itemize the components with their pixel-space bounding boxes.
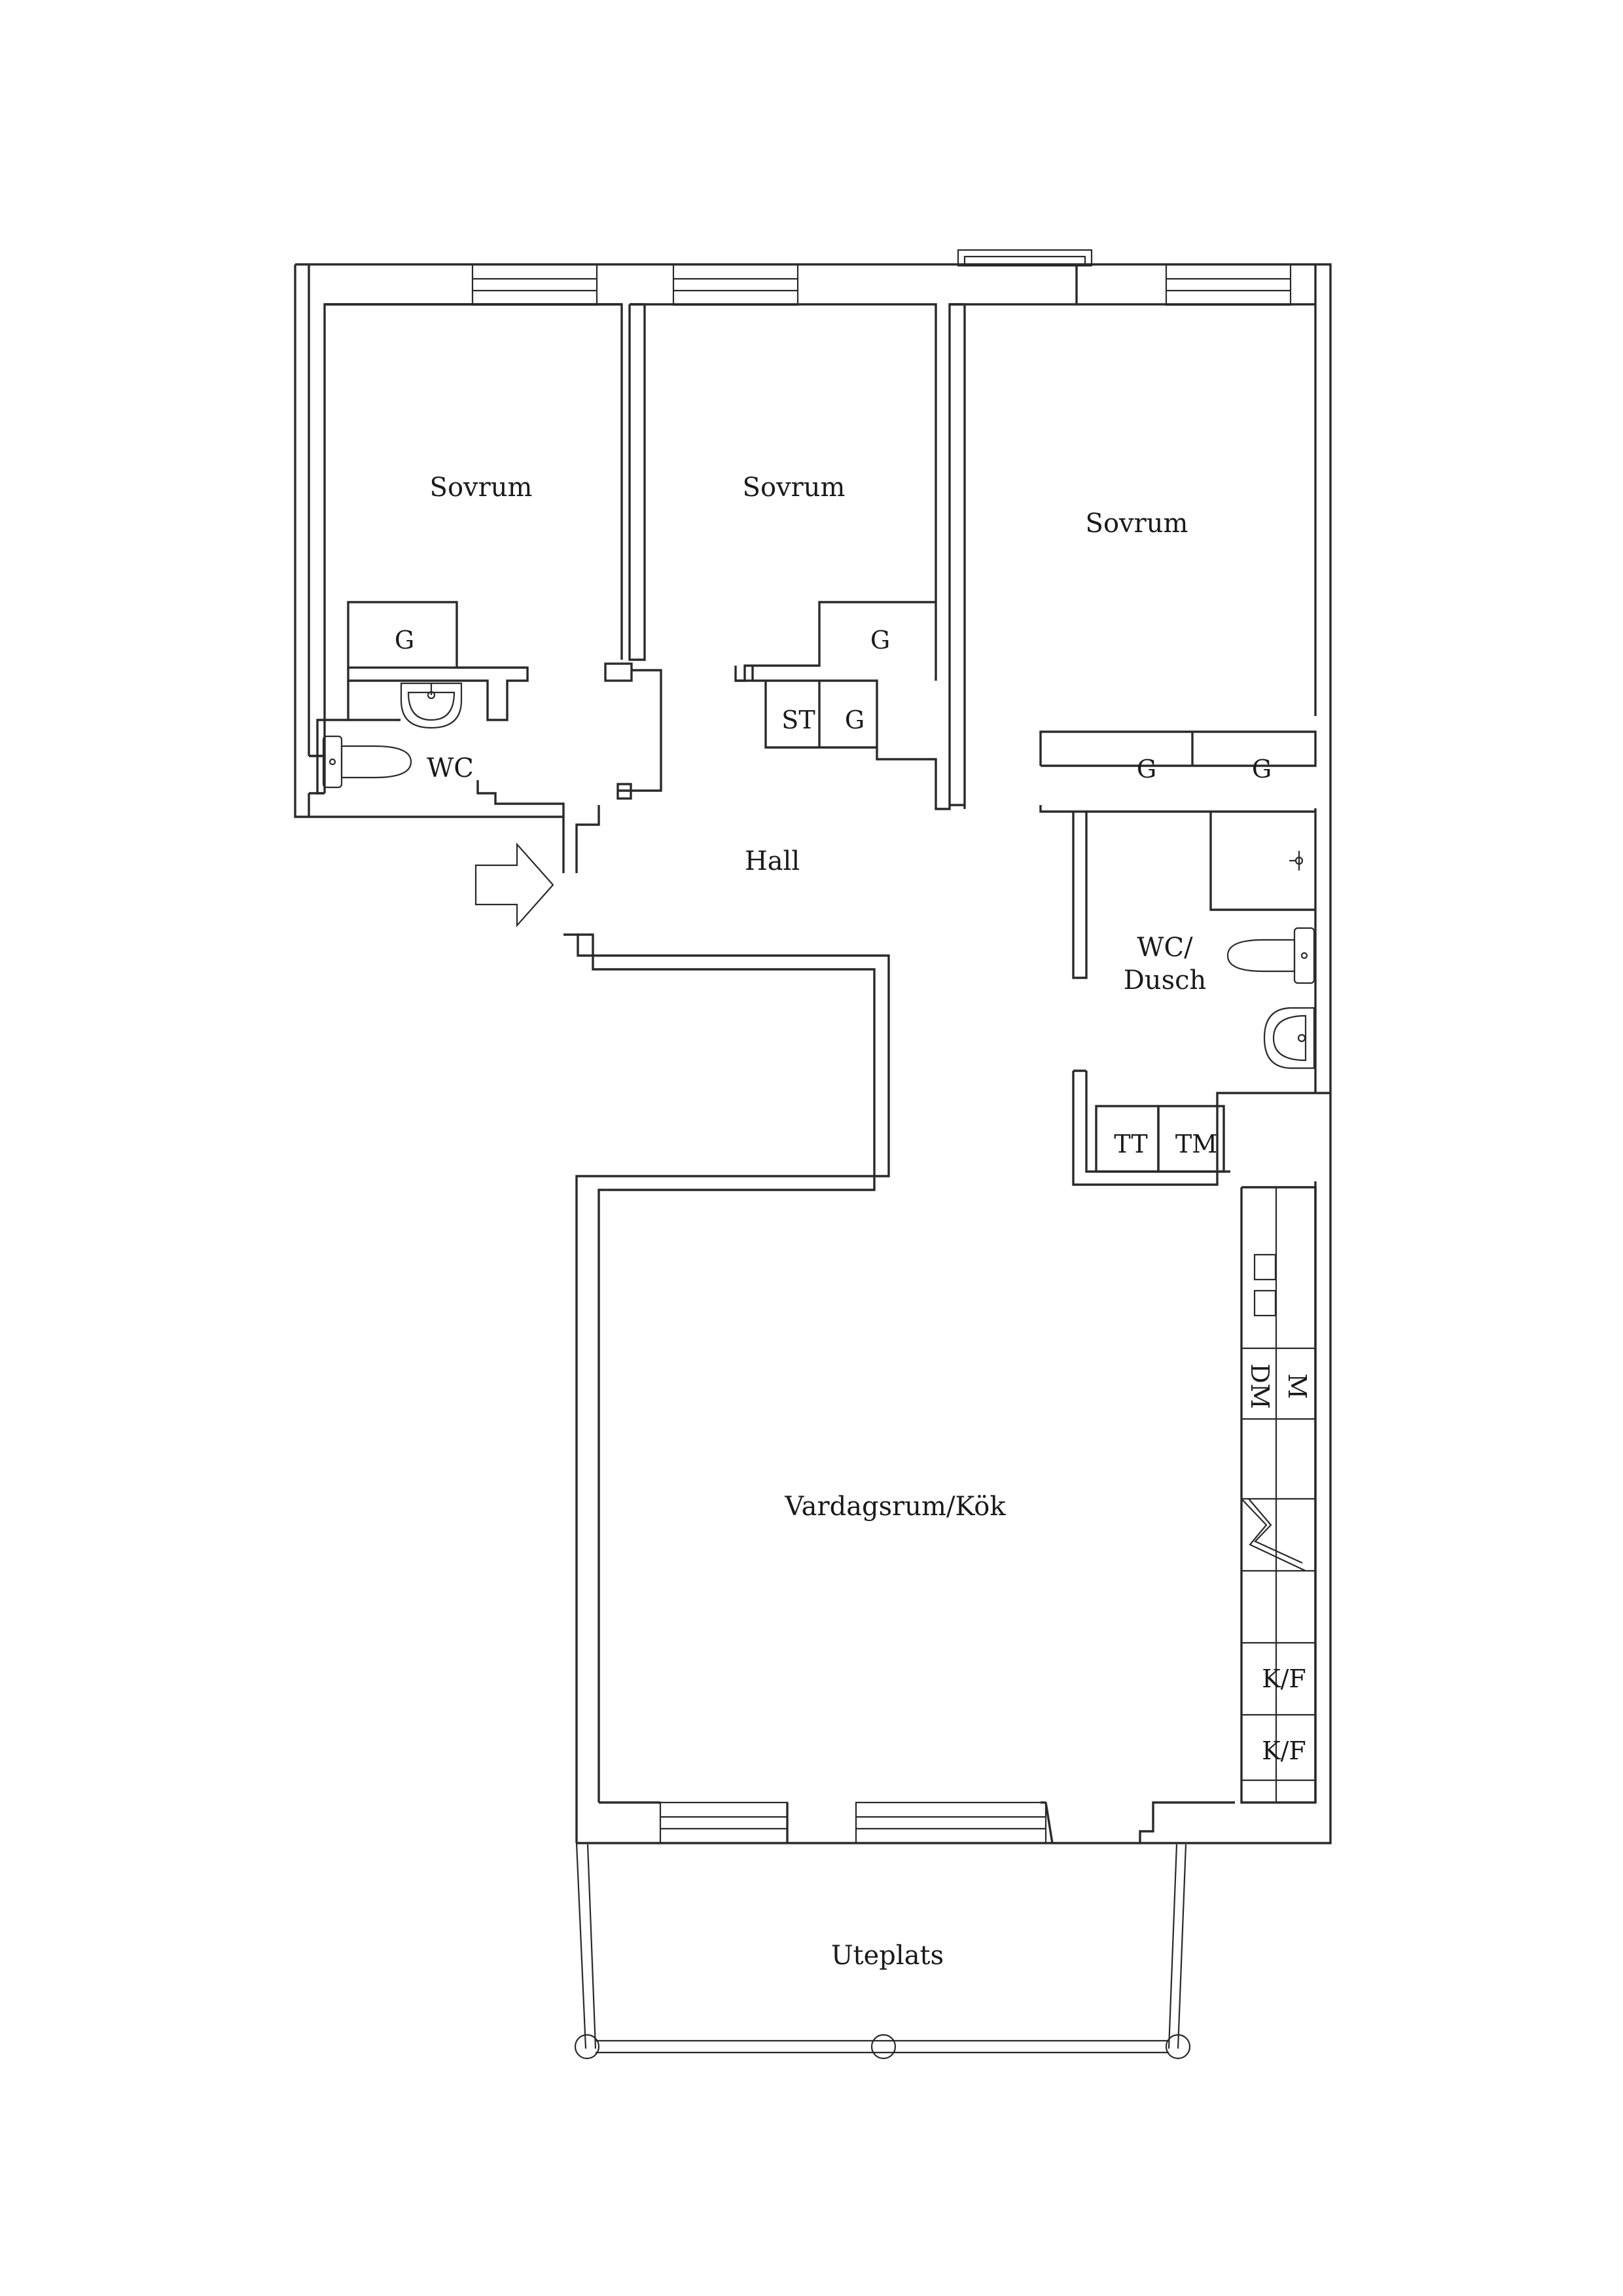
room-label-hall: Hall (745, 846, 800, 876)
toilet-icon (322, 735, 412, 789)
fridge-freezer-label: K/F (1262, 1736, 1306, 1765)
room-label-wc-dusch-2: Dusch (1124, 965, 1207, 996)
closet-label: G (1252, 755, 1272, 783)
entrance-arrow-icon (474, 842, 554, 927)
room-label-wc-dusch-1: WC/ (1137, 933, 1193, 963)
windows-bottom (577, 1801, 1140, 1844)
sink-icon (1263, 1007, 1315, 1069)
windows-top (471, 249, 1292, 306)
cleaning-closet-label: ST (781, 706, 815, 734)
terrace (574, 1842, 1191, 2060)
closet-label: G (845, 706, 865, 734)
closet-label: G (1137, 755, 1156, 783)
stove-icon (1241, 1498, 1306, 1571)
toilet-icon (1226, 927, 1315, 984)
wc-dusch-walls (1039, 730, 1317, 1186)
fridge-freezer-label: K/F (1262, 1664, 1306, 1693)
shower-icon (1289, 851, 1304, 870)
bedroom-walls (325, 264, 1315, 810)
sink-icon (400, 682, 463, 729)
room-label-wc: WC (427, 753, 474, 783)
room-label-sovrum-3: Sovrum (1086, 509, 1188, 539)
closet-label: G (395, 626, 414, 655)
dryer-label: TT (1114, 1130, 1147, 1158)
washer-label: TM (1175, 1130, 1217, 1158)
room-label-sovrum-2: Sovrum (743, 473, 846, 503)
microwave-label: M (1283, 1374, 1311, 1399)
room-label-sovrum-1: Sovrum (430, 473, 533, 503)
closet-label: G (870, 626, 890, 655)
kitchen-counter (1240, 1186, 1317, 1804)
room-label-vardagsrum-kok: Vardagsrum/Kök (784, 1492, 1006, 1522)
dishwasher-label: DM (1245, 1363, 1274, 1408)
room-label-uteplats: Uteplats (831, 1941, 944, 1971)
wc-small-walls (316, 601, 565, 817)
